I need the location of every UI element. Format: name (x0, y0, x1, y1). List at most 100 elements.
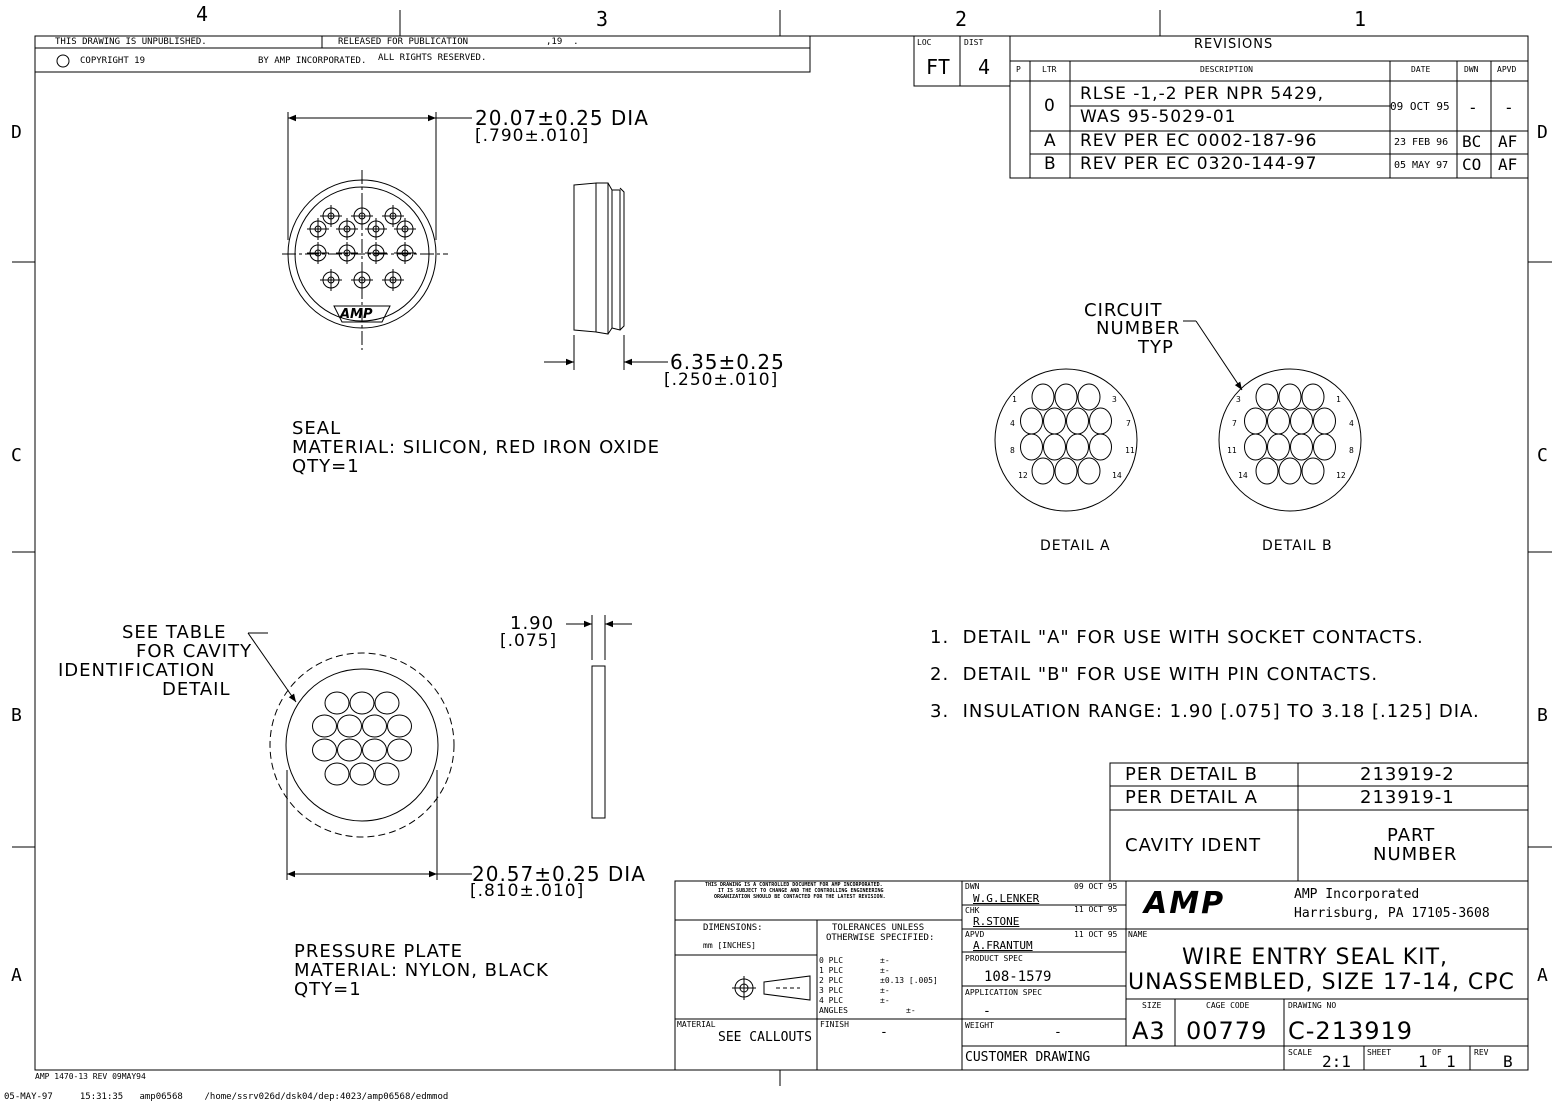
rev-b-date: 05 MAY 97 (1394, 160, 1449, 171)
product-spec-label: PRODUCT SPEC (965, 954, 1023, 963)
apvd-date: 11 OCT 95 (1074, 930, 1118, 939)
by-amp-note: BY AMP INCORPORATED. (258, 56, 367, 66)
finish-value: - (880, 1025, 888, 1040)
det-a-cavity (1054, 457, 1078, 485)
det-a-num-12: 12 (1018, 471, 1028, 480)
plate-dia-dim: 20.57±0.25 DIA (472, 862, 646, 886)
amp-company-logo: AMP (1144, 886, 1226, 921)
det-b-num-12: 12 (1336, 471, 1346, 480)
revisions-title: REVISIONS (1194, 37, 1274, 52)
rev-0-desc-2: WAS 95-5029-01 (1080, 107, 1237, 127)
dwn-label: DWN (965, 882, 980, 891)
seal-qty: QTY=1 (292, 456, 360, 477)
chk-label: CHK (965, 906, 980, 915)
application-spec-label: APPLICATION SPEC (965, 988, 1043, 997)
note-3: 3. INSULATION RANGE: 1.90 [.075] TO 3.18… (930, 701, 1480, 722)
det-b-cavity (1244, 407, 1267, 435)
det-a-cavity (1031, 383, 1055, 411)
det-a-cavity (1020, 433, 1043, 461)
plate-cavity-hole (374, 762, 400, 786)
tolerance-value: ±- (880, 956, 890, 965)
company-name: AMP Incorporated (1294, 887, 1420, 902)
det-a-num-14: 14 (1112, 471, 1122, 480)
part-row-2-number: 213919-1 (1360, 787, 1455, 808)
rev-0-desc-1: RLSE -1,-2 PER NPR 5429, (1080, 84, 1324, 104)
det-a-cavity (1054, 383, 1078, 411)
dimensions-label: DIMENSIONS: (703, 923, 763, 933)
of-value: 1 (1446, 1052, 1456, 1071)
loc-value: FT (926, 55, 951, 79)
det-b-cavity (1313, 407, 1336, 435)
tolerance-value: ±- (906, 1006, 916, 1015)
see-table-1: SEE TABLE (122, 622, 227, 643)
det-b-cavity (1290, 407, 1313, 435)
rev-0-date: 09 OCT 95 (1390, 100, 1450, 113)
det-a-cavity (1089, 407, 1112, 435)
detail-a-label: DETAIL A (1040, 538, 1111, 554)
det-b-num-8: 8 (1349, 446, 1354, 455)
det-b-cavity (1255, 383, 1279, 411)
rev-header-apvd: APVD (1497, 65, 1517, 74)
rev-a-apvd: AF (1498, 132, 1518, 151)
plate-cavity-hole (349, 762, 375, 786)
det-b-num-11: 11 (1227, 446, 1237, 455)
seal-material: MATERIAL: SILICON, RED IRON OXIDE (292, 437, 660, 458)
zone-side-a-right: A (1537, 965, 1548, 986)
size-label: SIZE (1142, 1001, 1162, 1010)
detail-b-label: DETAIL B (1262, 538, 1333, 554)
det-a-num-4: 4 (1010, 419, 1015, 428)
rights-note: ALL RIGHTS RESERVED. (378, 53, 487, 63)
plate-label: PRESSURE PLATE (294, 941, 463, 962)
rev-b-apvd: AF (1498, 155, 1518, 174)
cage-code-label: CAGE CODE (1206, 1001, 1250, 1010)
apvd-label: APVD (965, 930, 985, 939)
det-b-cavity (1290, 433, 1313, 461)
rev-b-dwn: CO (1462, 155, 1482, 174)
zone-side-c-right: C (1537, 445, 1548, 466)
tolerance-value: ±- (880, 996, 890, 1005)
zone-top-3: 3 (596, 7, 609, 31)
det-b-num-14: 14 (1238, 471, 1248, 480)
det-b-cavity (1301, 457, 1325, 485)
controlled-note-1: THIS DRAWING IS A CONTROLLED DOCUMENT FO… (705, 882, 883, 888)
zone-side-a-left: A (11, 965, 22, 986)
rev-b-desc: REV PER EC 0320-144-97 (1080, 154, 1318, 174)
dist-label: DIST (964, 38, 984, 47)
det-b-cavity (1244, 433, 1267, 461)
form-note: AMP 1470-13 REV 09MAY94 (35, 1072, 146, 1081)
sheet-value: 1 (1418, 1052, 1428, 1071)
rev-a-date: 23 FEB 96 (1394, 137, 1449, 148)
see-table-3: IDENTIFICATION (58, 660, 216, 681)
det-a-num-11: 11 (1125, 446, 1135, 455)
plate-qty: QTY=1 (294, 979, 362, 1000)
zone-top-1: 1 (1354, 7, 1367, 31)
circuit-callout-1: CIRCUIT (1084, 300, 1163, 321)
application-spec-value: - (983, 1004, 991, 1019)
circuit-callout-2: NUMBER (1096, 318, 1181, 339)
dist-value: 4 (978, 55, 991, 79)
plot-info: 05-MAY-97 15:31:35 amp06568 /home/ssrv02… (4, 1092, 449, 1102)
rev-a-desc: REV PER EC 0002-187-96 (1080, 131, 1318, 151)
dwn-date: 09 OCT 95 (1074, 882, 1118, 891)
company-address: Harrisburg, PA 17105-3608 (1294, 906, 1490, 921)
part-number-header-1: PART (1387, 825, 1436, 846)
weight-label: WEIGHT (965, 1021, 994, 1030)
tolerances-1: TOLERANCES UNLESS (832, 923, 925, 933)
title-name-1: WIRE ENTRY SEAL KIT, (1182, 945, 1449, 970)
material-label: MATERIAL (677, 1020, 716, 1029)
det-b-cavity (1278, 457, 1302, 485)
sheet-label: SHEET (1367, 1048, 1392, 1057)
det-b-cavity (1313, 433, 1336, 461)
seal-dia-dim-inch: [.790±.010] (475, 126, 590, 146)
rev-header-ltr: LTR (1042, 65, 1057, 74)
tolerance-key: ANGLES (819, 1006, 848, 1015)
released-note: RELEASED FOR PUBLICATION (338, 37, 469, 47)
plate-cavity-hole (387, 714, 412, 738)
plate-thickness-dim: 1.90 (510, 613, 555, 634)
name-label: NAME (1128, 930, 1148, 939)
part-row-1-ident: PER DETAIL B (1125, 764, 1259, 785)
zone-top-4: 4 (196, 2, 209, 26)
plate-material: MATERIAL: NYLON, BLACK (294, 960, 549, 981)
det-b-num-1: 1 (1336, 395, 1341, 404)
